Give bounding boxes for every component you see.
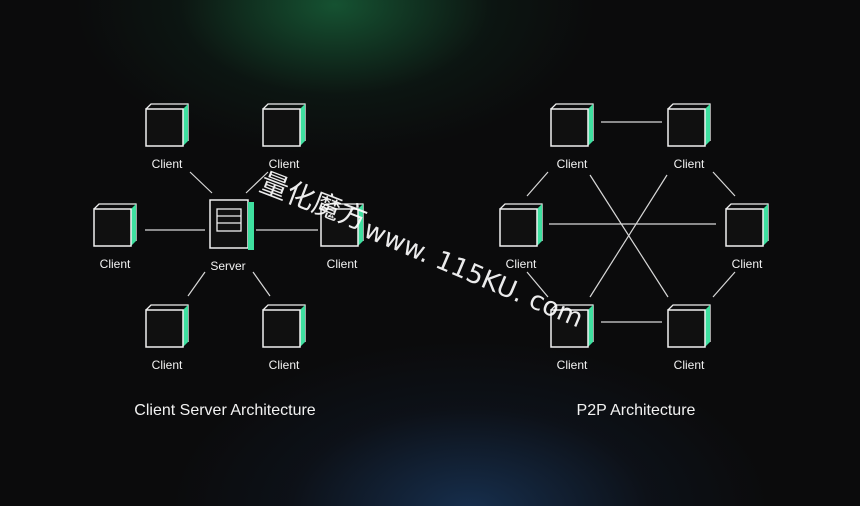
client-server-links — [145, 171, 318, 297]
cube-accent — [300, 305, 305, 347]
peer-node-3: Client — [499, 203, 543, 271]
cube-accent — [358, 204, 363, 246]
p2p-caption: P2P Architecture — [577, 402, 696, 419]
p2p-link-upper-left — [526, 171, 549, 197]
p2p-link-upper-right — [712, 171, 736, 197]
cube-face — [262, 108, 301, 147]
cube-face — [145, 108, 184, 147]
link-server-client-5 — [187, 271, 206, 297]
cube-face — [499, 208, 538, 247]
p2p-link-lower-right — [712, 271, 736, 298]
client-node-4-label: Client — [327, 257, 358, 271]
client-node-4: Client — [320, 203, 364, 271]
client-node-1: Client — [145, 103, 189, 171]
client-node-1-label: Client — [152, 157, 183, 171]
server-icon-panel — [216, 208, 242, 232]
client-node-5-label: Client — [152, 358, 183, 372]
client-node-3-label: Client — [100, 257, 131, 271]
peer-node-1-label: Client — [557, 157, 588, 171]
client-node-2-label: Client — [269, 157, 300, 171]
cube-accent — [300, 104, 305, 146]
cube-face — [320, 208, 359, 247]
client-node-5: Client — [145, 304, 189, 372]
peer-node-3-label: Client — [506, 257, 537, 271]
cube-face — [93, 208, 132, 247]
watermark-cjk: 量化魔方 — [255, 166, 371, 237]
link-server-client-1 — [189, 171, 213, 194]
server-node: Server — [209, 199, 254, 273]
server-label: Server — [210, 259, 245, 273]
cube-face — [725, 208, 764, 247]
peer-node-5: Client — [550, 304, 594, 372]
server-icon-body — [209, 199, 249, 249]
peer-node-4: Client — [725, 203, 769, 271]
peer-node-5-label: Client — [557, 358, 588, 372]
link-server-client-2 — [245, 171, 269, 194]
cube-accent — [588, 104, 593, 146]
client-node-6-label: Client — [269, 358, 300, 372]
p2p-link-lower-left — [526, 271, 549, 298]
cube-accent — [131, 204, 136, 246]
client-node-3: Client — [93, 203, 137, 271]
cube-accent — [588, 305, 593, 347]
p2p-link-diagonal-2 — [589, 174, 668, 298]
peer-node-1: Client — [550, 103, 594, 171]
cube-accent — [537, 204, 542, 246]
cube-accent — [183, 305, 188, 347]
peer-node-4-label: Client — [732, 257, 763, 271]
cube-accent — [705, 104, 710, 146]
cube-face — [145, 309, 184, 348]
client-server-caption: Client Server Architecture — [134, 402, 316, 419]
cube-accent — [705, 305, 710, 347]
cube-face — [667, 309, 706, 348]
peer-node-6: Client — [667, 304, 711, 372]
cube-accent — [183, 104, 188, 146]
peer-node-2-label: Client — [674, 157, 705, 171]
cube-face — [550, 108, 589, 147]
cube-face — [550, 309, 589, 348]
peer-node-2: Client — [667, 103, 711, 171]
link-server-client-6 — [252, 271, 271, 297]
watermark-url: www. 115KU. com — [359, 215, 587, 334]
cube-face — [262, 309, 301, 348]
p2p-links — [526, 121, 736, 323]
cube-face — [667, 108, 706, 147]
client-node-2: Client — [262, 103, 306, 171]
cube-accent — [763, 204, 768, 246]
client-node-6: Client — [262, 304, 306, 372]
peer-node-6-label: Client — [674, 358, 705, 372]
server-icon-accent — [248, 202, 254, 250]
